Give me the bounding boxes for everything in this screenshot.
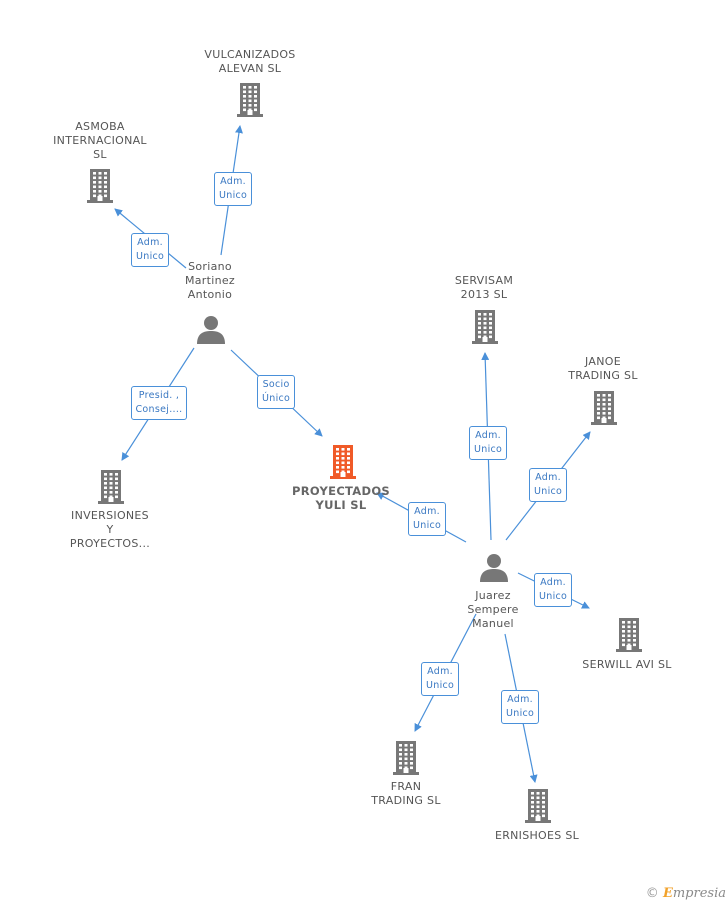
building-icon[interactable] bbox=[525, 789, 551, 827]
node-label: Juarez Sempere Manuel bbox=[467, 589, 519, 630]
node-label: JANOE TRADING SL bbox=[568, 355, 638, 382]
person-icon[interactable] bbox=[196, 315, 226, 349]
building-icon[interactable] bbox=[393, 741, 419, 779]
copyright-symbol: © bbox=[645, 886, 659, 901]
brand-name: mpresia bbox=[672, 886, 726, 901]
edge-role-badge[interactable]: Adm. Unico bbox=[131, 233, 170, 267]
building-icon[interactable] bbox=[237, 83, 263, 121]
node-juarez[interactable]: Juarez Sempere Manuel bbox=[453, 589, 533, 631]
node-label: SERWILL AVI SL bbox=[582, 658, 672, 671]
node-vulcanizados[interactable]: VULCANIZADOS ALEVAN SL bbox=[195, 48, 305, 76]
node-serwill[interactable]: SERWILL AVI SL bbox=[572, 658, 682, 672]
node-label: VULCANIZADOS ALEVAN SL bbox=[204, 48, 296, 75]
building-icon[interactable] bbox=[616, 618, 642, 656]
node-janoe[interactable]: JANOE TRADING SL bbox=[553, 355, 653, 383]
node-ernishoes[interactable]: ERNISHOES SL bbox=[482, 829, 592, 843]
building-icon[interactable] bbox=[591, 391, 617, 429]
node-label: ERNISHOES SL bbox=[494, 829, 580, 842]
node-label: ASMOBA INTERNACIONAL SL bbox=[53, 120, 147, 161]
edge-role-badge[interactable]: Adm. Unico bbox=[408, 502, 447, 536]
brand-initial: E bbox=[662, 886, 673, 901]
node-soriano[interactable]: Soriano Martinez Antonio bbox=[170, 260, 250, 302]
node-servisam[interactable]: SERVISAM 2013 SL bbox=[434, 274, 534, 302]
edge-role-badge[interactable]: Adm. Unico bbox=[501, 690, 540, 724]
building-icon[interactable] bbox=[98, 470, 124, 508]
building-icon[interactable] bbox=[87, 169, 113, 207]
edge-role-badge[interactable]: Socio Único bbox=[257, 375, 296, 409]
node-label: SERVISAM 2013 SL bbox=[454, 274, 514, 301]
empresia-brand[interactable]: © Empresia bbox=[646, 886, 726, 901]
node-inversiones[interactable]: INVERSIONES Y PROYECTOS... bbox=[55, 509, 165, 551]
node-fran[interactable]: FRAN TRADING SL bbox=[356, 780, 456, 808]
edge-role-badge[interactable]: Adm. Unico bbox=[214, 172, 253, 206]
edge-role-badge[interactable]: Adm. Unico bbox=[421, 662, 460, 696]
edge-role-badge[interactable]: Adm. Unico bbox=[469, 426, 508, 460]
edge-role-badge[interactable]: Adm. Unico bbox=[529, 468, 568, 502]
node-label: INVERSIONES Y PROYECTOS... bbox=[69, 509, 151, 550]
node-asmoba[interactable]: ASMOBA INTERNACIONAL SL bbox=[45, 120, 155, 162]
node-label: Soriano Martinez Antonio bbox=[184, 260, 236, 301]
edge-role-badge[interactable]: Presid. , Consej.... bbox=[130, 386, 188, 420]
edge-role-badge[interactable]: Adm. Unico bbox=[534, 573, 573, 607]
node-proyectados[interactable]: PROYECTADOS YULI SL bbox=[281, 484, 401, 512]
building-icon[interactable] bbox=[330, 445, 356, 483]
building-icon[interactable] bbox=[472, 310, 498, 348]
node-label: FRAN TRADING SL bbox=[371, 780, 441, 807]
person-icon[interactable] bbox=[479, 553, 509, 587]
node-label: PROYECTADOS YULI SL bbox=[291, 484, 391, 512]
